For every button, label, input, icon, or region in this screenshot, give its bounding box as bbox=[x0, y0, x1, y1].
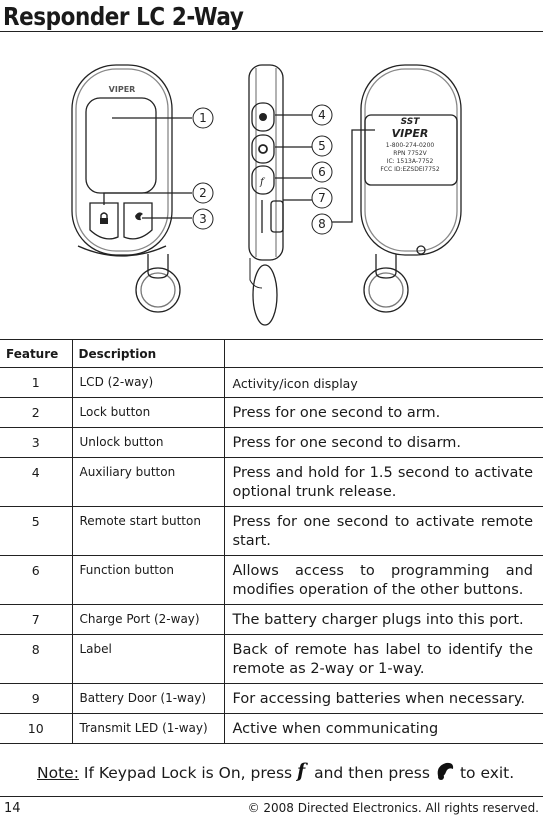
feature-description: Press for one second to arm. bbox=[223, 397, 543, 428]
note-text-before: If Keypad Lock is On, press bbox=[83, 764, 293, 782]
table-row: 5 Remote start button Press for one seco… bbox=[0, 506, 543, 556]
feature-number: 3 bbox=[0, 427, 72, 458]
feature-name: Transmit LED (1-way) bbox=[71, 713, 224, 744]
unlock-button bbox=[123, 202, 153, 240]
feature-number: 1 bbox=[0, 367, 72, 398]
note-label: Note: bbox=[37, 764, 79, 782]
unlock-icon bbox=[434, 760, 456, 786]
lock-button bbox=[89, 202, 119, 240]
feature-number: 2 bbox=[0, 397, 72, 428]
label-line: RPN 7752V bbox=[393, 150, 427, 157]
feature-number: 7 bbox=[0, 604, 72, 635]
table-row: 4 Auxiliary button Press and hold for 1.… bbox=[0, 457, 543, 507]
feature-number: 5 bbox=[0, 506, 72, 556]
remote-start-button bbox=[251, 134, 275, 164]
front-view-remote bbox=[71, 64, 181, 313]
front-brand-text: VIPER bbox=[109, 85, 136, 94]
feature-number: 9 bbox=[0, 683, 72, 714]
feature-description: Press for one second to activate remote … bbox=[223, 506, 543, 556]
callout-7: 7 bbox=[318, 191, 326, 205]
feature-description: Press for one second to disarm. bbox=[223, 427, 543, 458]
header-description: Description bbox=[71, 339, 224, 368]
feature-description: The battery charger plugs into this port… bbox=[223, 604, 543, 635]
footer-divider bbox=[0, 796, 543, 797]
callout-6: 6 bbox=[318, 165, 326, 179]
feature-name: Unlock button bbox=[71, 427, 224, 458]
back-sst-text: SST bbox=[401, 117, 421, 127]
function-icon: f bbox=[295, 760, 310, 785]
feature-number: 4 bbox=[0, 457, 72, 507]
lock-icon bbox=[100, 218, 108, 224]
feature-name: LCD (2-way) bbox=[71, 367, 224, 398]
copyright-notice: © 2008 Directed Electronics. All rights … bbox=[247, 801, 539, 815]
callout-1: 1 bbox=[199, 111, 207, 125]
feature-name: Auxiliary button bbox=[71, 457, 224, 507]
table-row: 7 Charge Port (2-way) The battery charge… bbox=[0, 604, 543, 635]
lcd-screen bbox=[85, 97, 157, 194]
feature-name: Label bbox=[71, 634, 224, 684]
back-view-remote bbox=[360, 64, 462, 313]
feature-description: Active when communicating bbox=[223, 713, 543, 744]
label-line: 1-800-274-0200 bbox=[386, 142, 435, 149]
feature-name: Lock button bbox=[71, 397, 224, 428]
table-row: 8 Label Back of remote has label to iden… bbox=[0, 634, 543, 684]
feature-description: For accessing batteries when necessary. bbox=[223, 683, 543, 714]
callout-8: 8 bbox=[318, 217, 326, 231]
side-view-remote bbox=[248, 64, 284, 326]
title-divider bbox=[0, 31, 543, 32]
charge-port bbox=[270, 200, 284, 233]
callout-3: 3 bbox=[199, 212, 207, 226]
note-text-middle: and then press bbox=[314, 764, 430, 782]
table-header-row: Feature Description bbox=[0, 339, 543, 368]
function-button bbox=[251, 165, 275, 195]
table-row: 1 LCD (2-way) Activity/icon display bbox=[0, 367, 543, 398]
note-text-after: to exit. bbox=[459, 764, 515, 782]
header-feature: Feature bbox=[0, 339, 72, 368]
feature-description: Activity/icon display bbox=[223, 367, 543, 398]
feature-number: 8 bbox=[0, 634, 72, 684]
table-row: 2 Lock button Press for one second to ar… bbox=[0, 397, 543, 428]
table-row: 10 Transmit LED (1-way) Active when comm… bbox=[0, 713, 543, 744]
feature-description: Press and hold for 1.5 second to activat… bbox=[223, 457, 543, 507]
page-title: Responder LC 2-Way bbox=[3, 2, 244, 31]
feature-name: Charge Port (2-way) bbox=[71, 604, 224, 635]
function-icon: f bbox=[259, 177, 266, 188]
remote-start-icon bbox=[258, 144, 268, 154]
feature-name: Remote start button bbox=[71, 506, 224, 556]
back-brand-text: VIPER bbox=[392, 127, 429, 140]
callout-2: 2 bbox=[199, 186, 207, 200]
keypad-lock-note: Note: If Keypad Lock is On, press f and … bbox=[37, 760, 514, 786]
feature-description: Allows access to programming and modifie… bbox=[223, 555, 543, 605]
label-line: IC: 1513A-7752 bbox=[387, 158, 434, 165]
auxiliary-icon bbox=[259, 113, 267, 121]
header-blank bbox=[223, 339, 543, 368]
remote-illustration: f VIPER SST VIPER 1-800-274-0200 RPN 775… bbox=[71, 64, 462, 326]
table-row: 6 Function button Allows access to progr… bbox=[0, 555, 543, 605]
feature-name: Function button bbox=[71, 555, 224, 605]
callout-4: 4 bbox=[318, 108, 326, 122]
feature-name: Battery Door (1-way) bbox=[71, 683, 224, 714]
table-row: 9 Battery Door (1-way) For accessing bat… bbox=[0, 683, 543, 714]
label-line: FCC ID:EZSDEI7752 bbox=[380, 166, 439, 173]
feature-description: Back of remote has label to identify the… bbox=[223, 634, 543, 684]
feature-number: 6 bbox=[0, 555, 72, 605]
svg-text:f: f bbox=[296, 761, 308, 781]
page-number: 14 bbox=[4, 801, 21, 816]
unlock-icon bbox=[135, 212, 143, 221]
feature-table: Feature Description 1 LCD (2-way) Activi… bbox=[0, 339, 543, 744]
table-row: 3 Unlock button Press for one second to … bbox=[0, 427, 543, 458]
back-label bbox=[364, 114, 458, 186]
auxiliary-button bbox=[251, 102, 275, 132]
feature-number: 10 bbox=[0, 713, 72, 744]
callout-5: 5 bbox=[318, 139, 326, 153]
